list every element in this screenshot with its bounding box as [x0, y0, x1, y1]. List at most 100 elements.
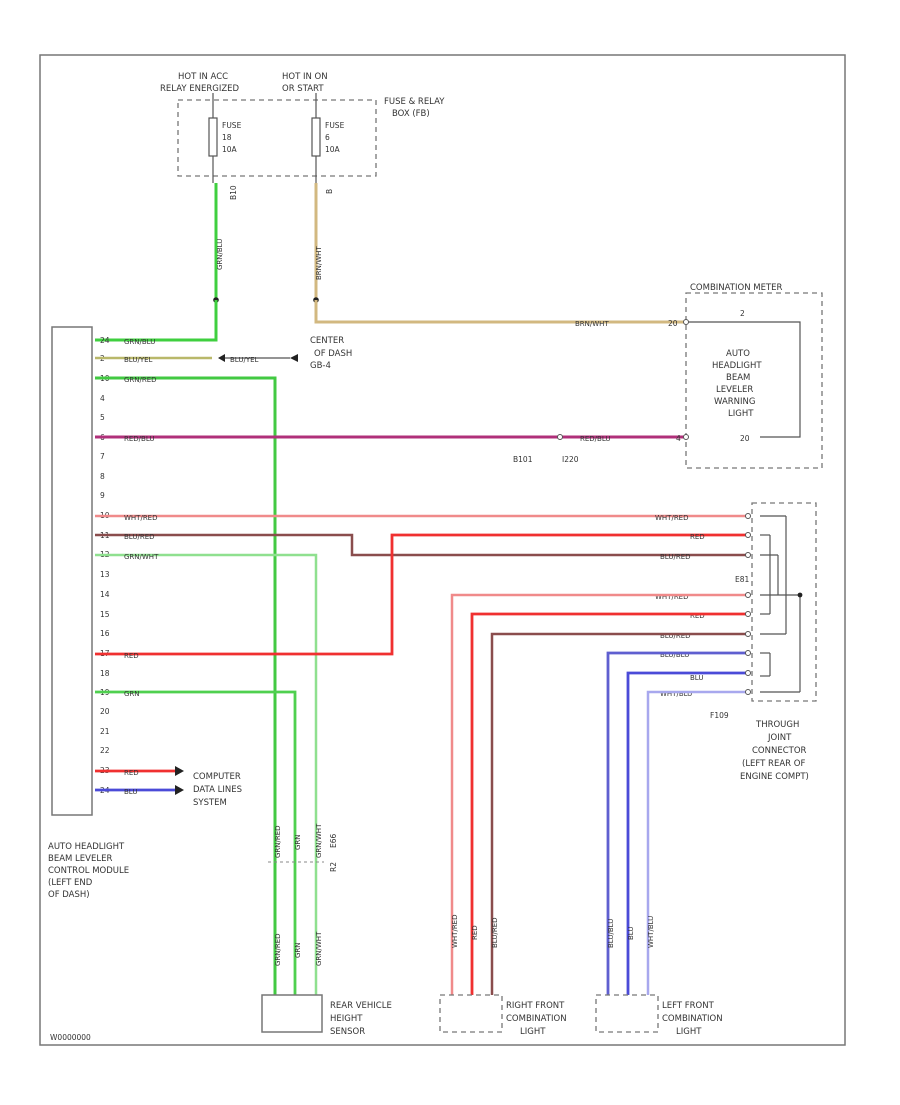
- svg-text:LEVELER: LEVELER: [716, 385, 753, 395]
- wire-red-pin17: [95, 533, 748, 656]
- wire-label-brn-wht-meter: BRN/WHT: [575, 320, 609, 328]
- through-joint-box: [751, 502, 817, 702]
- left-front-light-label: LEFT FRONT COMBINATION LIGHT: [662, 1001, 723, 1037]
- computer-data-label-2: DATA LINES: [193, 785, 242, 795]
- module-label: AUTO HEADLIGHT BEAM LEVELER CONTROL MODU…: [48, 842, 129, 900]
- diagram-frame: [39, 54, 846, 1046]
- conn-i220-label: I220: [562, 455, 579, 464]
- svg-text:BLU/RED: BLU/RED: [660, 553, 691, 561]
- module-pin-9: 9: [100, 491, 105, 500]
- svg-text:CONTROL MODULE: CONTROL MODULE: [48, 866, 129, 876]
- svg-text:LIGHT: LIGHT: [728, 409, 754, 419]
- svg-text:WARNING: WARNING: [714, 397, 755, 407]
- wire-wht-red-rf: [450, 593, 748, 995]
- wire-label-pin2-b: BLU/YEL: [230, 356, 259, 364]
- svg-text:GRN/WHT: GRN/WHT: [315, 931, 323, 966]
- wire-label-pin17: RED: [124, 652, 139, 660]
- wire-grn-red: [95, 376, 277, 995]
- svg-text:SENSOR: SENSOR: [330, 1027, 365, 1037]
- svg-text:BEAM LEVELER: BEAM LEVELER: [48, 854, 112, 864]
- hot-run-label: HOT IN ON: [282, 72, 328, 82]
- svg-text:RED: RED: [690, 612, 705, 620]
- module-pin-21: 21: [100, 727, 110, 736]
- svg-text:RIGHT FRONT: RIGHT FRONT: [506, 1001, 565, 1011]
- svg-text:AUTO: AUTO: [726, 349, 750, 359]
- meter-pin-bottom: 4: [676, 434, 681, 443]
- fuse1-name: FUSE: [222, 121, 242, 130]
- module-pin-4: 4: [100, 394, 105, 403]
- wire-red-rf: [470, 612, 748, 995]
- wire-blu-blu-lf: [606, 651, 748, 995]
- computer-data-label-1: COMPUTER: [193, 772, 241, 782]
- conn-b10-label: B10: [229, 185, 238, 200]
- through-joint-label: THROUGH JOINT CONNECTOR (LEFT REAR OF EN…: [740, 720, 809, 782]
- right-front-wire-labels: WHT/RED RED BLU/RED: [451, 915, 499, 949]
- fuse2-name: FUSE: [325, 121, 345, 130]
- fuse-box-label-1: FUSE & RELAY: [384, 97, 445, 107]
- svg-text:OF DASH): OF DASH): [48, 890, 90, 900]
- wire-label-pin13: GRN/WHT: [124, 553, 159, 561]
- svg-text:GRN/WHT: GRN/WHT: [315, 823, 323, 858]
- fuse1-number: 18: [222, 133, 232, 142]
- svg-text:GRN: GRN: [294, 834, 302, 850]
- svg-text:BLU/RED: BLU/RED: [660, 632, 691, 640]
- fuse-box-label-2: BOX (FB): [392, 109, 430, 119]
- module-pin-22: 22: [100, 746, 110, 755]
- svg-text:GRN/RED: GRN/RED: [274, 933, 282, 966]
- svg-text:WHT/RED: WHT/RED: [655, 514, 689, 522]
- wire-label-pin3: GRN/RED: [124, 376, 157, 384]
- arrow-data-2: [175, 785, 184, 795]
- module-pin-16: 16: [100, 629, 110, 638]
- wire-label-grn-blu-top: GRN/BLU: [216, 239, 224, 270]
- combination-meter-title: COMBINATION METER: [690, 283, 783, 293]
- wire-label-pin2: BLU/YEL: [124, 356, 153, 364]
- svg-text:AUTO HEADLIGHT: AUTO HEADLIGHT: [48, 842, 125, 852]
- svg-text:ENGINE COMPT): ENGINE COMPT): [740, 772, 809, 782]
- left-front-light-box: [595, 994, 659, 1033]
- combination-meter-box: [685, 292, 823, 469]
- wire-label-pin1: GRN/BLU: [124, 338, 155, 346]
- meter-internal-wiring: [686, 321, 801, 438]
- fuse2-rating: 10A: [325, 145, 341, 154]
- arrow-data-1: [175, 766, 184, 776]
- conn-r2-label: R2: [329, 862, 338, 872]
- wire-label-pin24: BLU: [124, 788, 137, 796]
- svg-text:GRN: GRN: [294, 942, 302, 958]
- svg-text:REAR VEHICLE: REAR VEHICLE: [330, 1001, 392, 1011]
- wire-brn-wht-to-meter: [314, 300, 686, 324]
- module-pin-20: 20: [100, 707, 110, 716]
- svg-text:RED: RED: [690, 533, 705, 541]
- arrow-gnd-1: [218, 354, 225, 362]
- module-pin-7: 7: [100, 452, 105, 461]
- wire-wht-blu-lf: [646, 690, 748, 995]
- svg-text:WHT/RED: WHT/RED: [451, 915, 459, 949]
- right-front-light-box: [439, 994, 503, 1033]
- fuse-6-icon: [311, 117, 321, 157]
- right-front-light-label: RIGHT FRONT COMBINATION LIGHT: [506, 1001, 567, 1037]
- wire-label-pin12: BLU/RED: [124, 533, 155, 541]
- svg-text:(LEFT REAR OF: (LEFT REAR OF: [742, 759, 805, 769]
- arrow-gnd-2: [290, 354, 298, 362]
- svg-text:CONNECTOR: CONNECTOR: [752, 746, 807, 756]
- svg-text:WHT/BLU: WHT/BLU: [647, 916, 655, 948]
- wire-label-pin19: GRN: [124, 690, 140, 698]
- module-pin-13: 13: [100, 570, 110, 579]
- wire-blu-red-rf: [490, 632, 748, 995]
- computer-data-label-3: SYSTEM: [193, 798, 227, 808]
- svg-text:BLU: BLU: [690, 674, 703, 682]
- svg-text:JOINT: JOINT: [767, 733, 792, 743]
- svg-text:COMBINATION: COMBINATION: [662, 1014, 723, 1024]
- wire-blu-lf: [626, 671, 748, 995]
- meter-warning-light-label: AUTO HEADLIGHT BEAM LEVELER WARNING LIGH…: [712, 349, 762, 419]
- relay-energized-label: RELAY ENERGIZED: [160, 84, 240, 94]
- svg-text:WHT/BLU: WHT/BLU: [660, 690, 692, 698]
- wire-label-red-blu-meter: RED/BLU: [580, 435, 611, 443]
- rear-height-sensor-label: REAR VEHICLE HEIGHT SENSOR: [330, 1001, 392, 1037]
- svg-text:BLU: BLU: [627, 927, 635, 940]
- conn-e66-label: E66: [329, 833, 338, 848]
- svg-text:BLU/RED: BLU/RED: [491, 917, 499, 948]
- wire-grn-blu-to-module: [95, 300, 218, 342]
- rear-wire-labels: GRN/RED GRN GRN/WHT GRN/RED GRN GRN/WHT: [274, 823, 323, 966]
